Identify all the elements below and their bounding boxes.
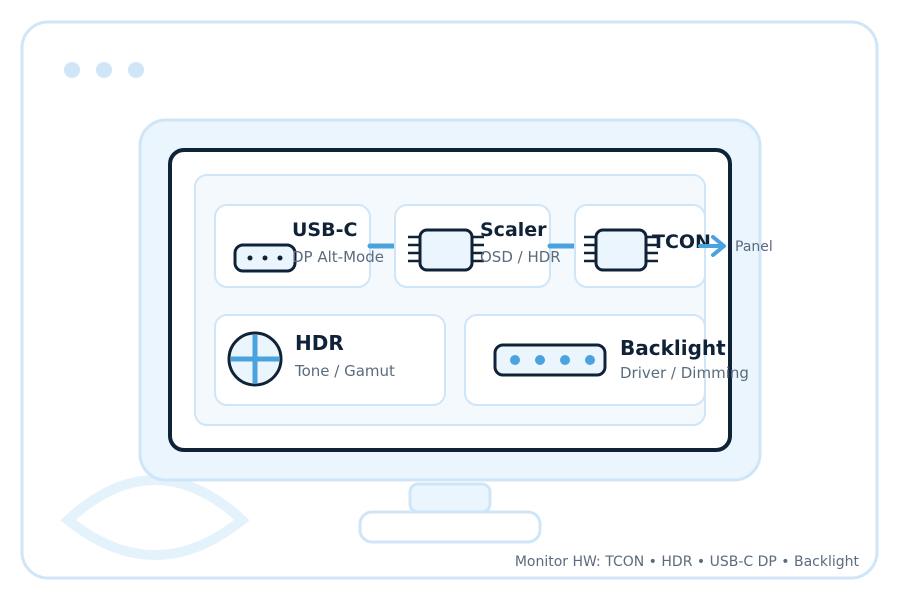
panel-output-label: Panel (735, 239, 773, 255)
window-dot (96, 62, 112, 78)
hdr-card (214, 314, 446, 406)
backlight-block: Backlight Driver / Dimming (464, 314, 749, 406)
arrow-right-icon (698, 235, 726, 257)
hdr-block: HDR Tone / Gamut (214, 314, 446, 406)
window-dot (128, 62, 144, 78)
scaler-title: Scaler (480, 219, 547, 241)
backlight-title: Backlight (620, 336, 726, 360)
chip-icon (584, 228, 658, 272)
chip-icon (408, 228, 484, 272)
monitor-stand-base (358, 510, 542, 544)
tcon-block: TCON (574, 204, 711, 288)
backlight-subtitle: Driver / Dimming (620, 364, 749, 382)
usb-c-title: USB-C (292, 219, 357, 241)
hdr-title: HDR (295, 331, 344, 355)
usb-c-port-icon (233, 243, 297, 273)
usb-c-subtitle: DP Alt-Mode (292, 248, 384, 266)
led-strip-icon (493, 343, 607, 377)
scaler-block: Scaler OSD / HDR (394, 204, 561, 288)
window-dot (64, 62, 80, 78)
tcon-title: TCON (652, 231, 711, 253)
diagram-caption: Monitor HW: TCON • HDR • USB-C DP • Back… (515, 554, 860, 570)
monitor-neck (408, 482, 492, 514)
usb-c-block: USB-C DP Alt-Mode (214, 204, 384, 288)
hdr-subtitle: Tone / Gamut (294, 362, 395, 380)
scaler-subtitle: OSD / HDR (480, 248, 561, 266)
crosshair-icon (227, 331, 283, 387)
decorative-lens-shape (60, 475, 250, 560)
